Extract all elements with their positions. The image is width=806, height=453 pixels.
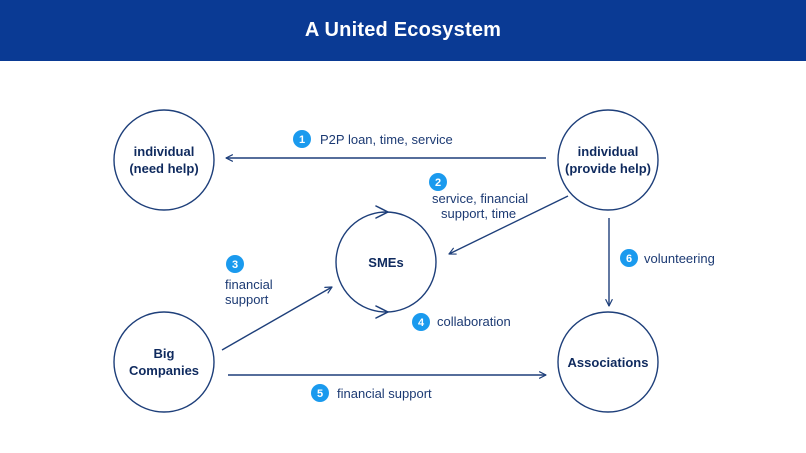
step-badge — [412, 313, 430, 331]
node-circle — [557, 109, 659, 211]
step-badge-number: 3 — [232, 259, 238, 271]
edge-label: financial support — [337, 386, 432, 401]
node-label-line1: individual — [578, 144, 639, 159]
header-bar: A United Ecosystem — [0, 0, 806, 61]
node-smes: SMEs — [335, 205, 437, 319]
node-individual-provide-help: individual (provide help) — [557, 109, 659, 211]
node-label-line2: (need help) — [129, 161, 198, 176]
node-associations: Associations — [557, 311, 659, 413]
step-badge — [293, 130, 311, 148]
edge-4: 4 collaboration — [412, 313, 511, 331]
step-badge-number: 2 — [435, 177, 441, 189]
edge-label-line2: support — [225, 292, 269, 307]
edge-arrow — [221, 286, 333, 351]
node-label: SMEs — [368, 255, 403, 270]
node-label-line1: individual — [134, 144, 195, 159]
node-label: Associations — [568, 355, 649, 370]
step-badge-number: 6 — [626, 253, 632, 265]
edge-label-line1: service, financial — [432, 191, 528, 206]
edge-3: 3 financial support — [221, 255, 333, 351]
edge-2: 2 service, financial support, time — [429, 173, 569, 255]
node-individual-need-help: individual (need help) — [113, 109, 215, 211]
edge-6: 6 volunteering — [605, 218, 715, 307]
step-badge-number: 4 — [418, 317, 425, 329]
cycle-arrow-top-icon — [375, 205, 389, 219]
cycle-arrow-bottom-icon — [375, 305, 389, 319]
node-circle — [557, 311, 659, 413]
step-badge-number: 1 — [299, 134, 305, 146]
step-badge — [226, 255, 244, 273]
step-badge — [311, 384, 329, 402]
node-big-companies: Big Companies — [113, 311, 215, 413]
edge-5: 5 financial support — [228, 371, 547, 402]
node-label-line2: (provide help) — [565, 161, 651, 176]
step-badge — [620, 249, 638, 267]
edge-arrow — [448, 195, 569, 255]
node-circle — [335, 211, 437, 313]
node-label-line1: Big — [154, 346, 175, 361]
edge-1: 1 P2P loan, time, service — [225, 130, 546, 162]
step-badge — [429, 173, 447, 191]
node-label-line2: Companies — [129, 363, 199, 378]
node-circle — [113, 311, 215, 413]
edge-label-line1: financial — [225, 277, 273, 292]
node-circle — [113, 109, 215, 211]
edge-label: volunteering — [644, 251, 715, 266]
edge-label: P2P loan, time, service — [320, 132, 453, 147]
page-title: A United Ecosystem — [304, 19, 502, 41]
step-badge-number: 5 — [317, 388, 323, 400]
edge-label: collaboration — [437, 314, 511, 329]
edge-label-line2: support, time — [441, 206, 516, 221]
